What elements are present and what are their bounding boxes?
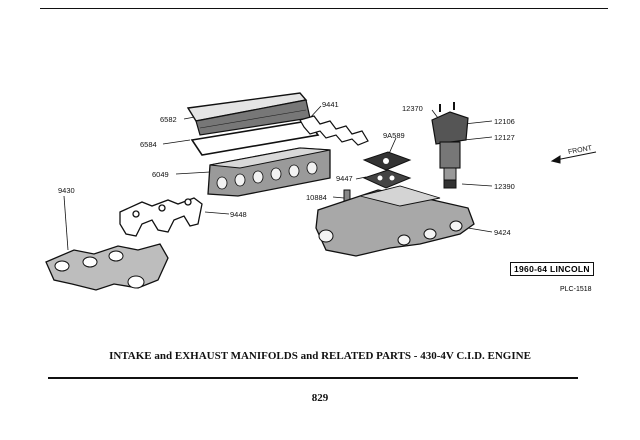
- part-9441-gasket: [299, 115, 369, 146]
- figure-caption: INTAKE and EXHAUST MANIFOLDS and RELATED…: [109, 350, 531, 362]
- label-6049: 6049: [152, 170, 169, 179]
- part-9424-intake-manifold: [315, 185, 475, 257]
- label-9441: 9441: [322, 100, 339, 109]
- part-distributor: [431, 102, 469, 185]
- label-9A589: 9A589: [383, 131, 405, 140]
- plate-code: PLC-1518: [560, 286, 592, 293]
- front-arrow-icon: [550, 151, 597, 164]
- label-12370: 12370: [402, 104, 423, 113]
- part-9430-exhaust-manifold: [45, 243, 169, 291]
- label-12127: 12127: [494, 133, 515, 142]
- label-9430: 9430: [58, 186, 75, 195]
- label-9448: 9448: [230, 210, 247, 219]
- label-12106: 12106: [494, 117, 515, 126]
- page-number: 829: [311, 392, 329, 404]
- label-9447: 9447: [336, 174, 353, 183]
- label-12390: 12390: [494, 182, 515, 191]
- bottom-rule: [48, 377, 578, 379]
- label-9424: 9424: [494, 228, 511, 237]
- part-9448-exhaust-gasket: [119, 197, 203, 237]
- part-9A589-spacer: [362, 151, 412, 171]
- part-6584-gasket: [190, 120, 320, 156]
- year-badge: 1960-64 LINCOLN: [510, 262, 594, 276]
- part-12390-gear: [443, 179, 457, 189]
- top-rule: [40, 8, 608, 9]
- part-6049-cylinder-head: [207, 147, 331, 197]
- label-6584: 6584: [140, 140, 157, 149]
- label-6582: 6582: [160, 115, 177, 124]
- part-6582-cover: [186, 92, 311, 136]
- label-10884: 10884: [306, 193, 327, 202]
- part-9447-gasket: [362, 169, 412, 189]
